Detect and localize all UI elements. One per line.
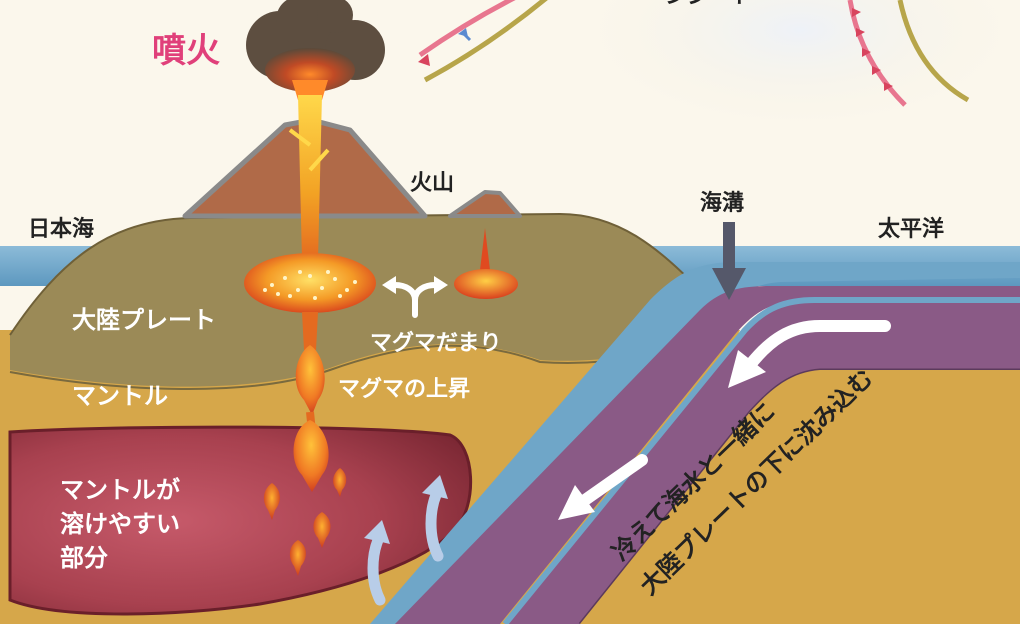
inset-map: ンジート [418,0,1010,125]
inset-plate-line [423,0,548,83]
label-magma-rise: マグマの上昇 [338,376,470,402]
trench-arrow-icon [712,222,746,300]
magma-blob-lower [293,420,329,492]
inset-trench-line [418,0,516,58]
label-sea-of-japan: 日本海 [28,216,94,242]
magma-branch-arrows-icon [392,282,438,318]
magma-chamber-main [244,253,376,313]
label-volcano: 火山 [410,171,454,196]
inset-fragment-label: ンジート [665,0,753,9]
label-melting-zone-2: 溶けやすい [60,510,180,538]
label-trench: 海溝 [700,190,744,216]
label-pacific-ocean: 太平洋 [878,216,944,242]
oceanic-plate [370,262,1020,624]
magma-droplets [263,468,347,576]
label-eruption: 噴火 [152,31,220,71]
magma-conduit [298,95,322,260]
eruption-cloud [246,0,385,100]
label-continental-plate: 大陸プレート [72,306,216,334]
continental-plate [10,214,740,387]
label-melting-zone-1: マントルが [60,476,180,504]
label-mantle: マントル [72,382,168,410]
magma-blob-upper [295,345,325,415]
rising-arrows-icon [367,489,444,606]
subduction-arrows-icon [579,320,891,506]
label-melting-zone-3: 部分 [60,544,108,572]
magma-chamber-small [454,228,518,299]
label-magma-chamber: マグマだまり [370,330,502,356]
volcano-small [448,190,522,218]
